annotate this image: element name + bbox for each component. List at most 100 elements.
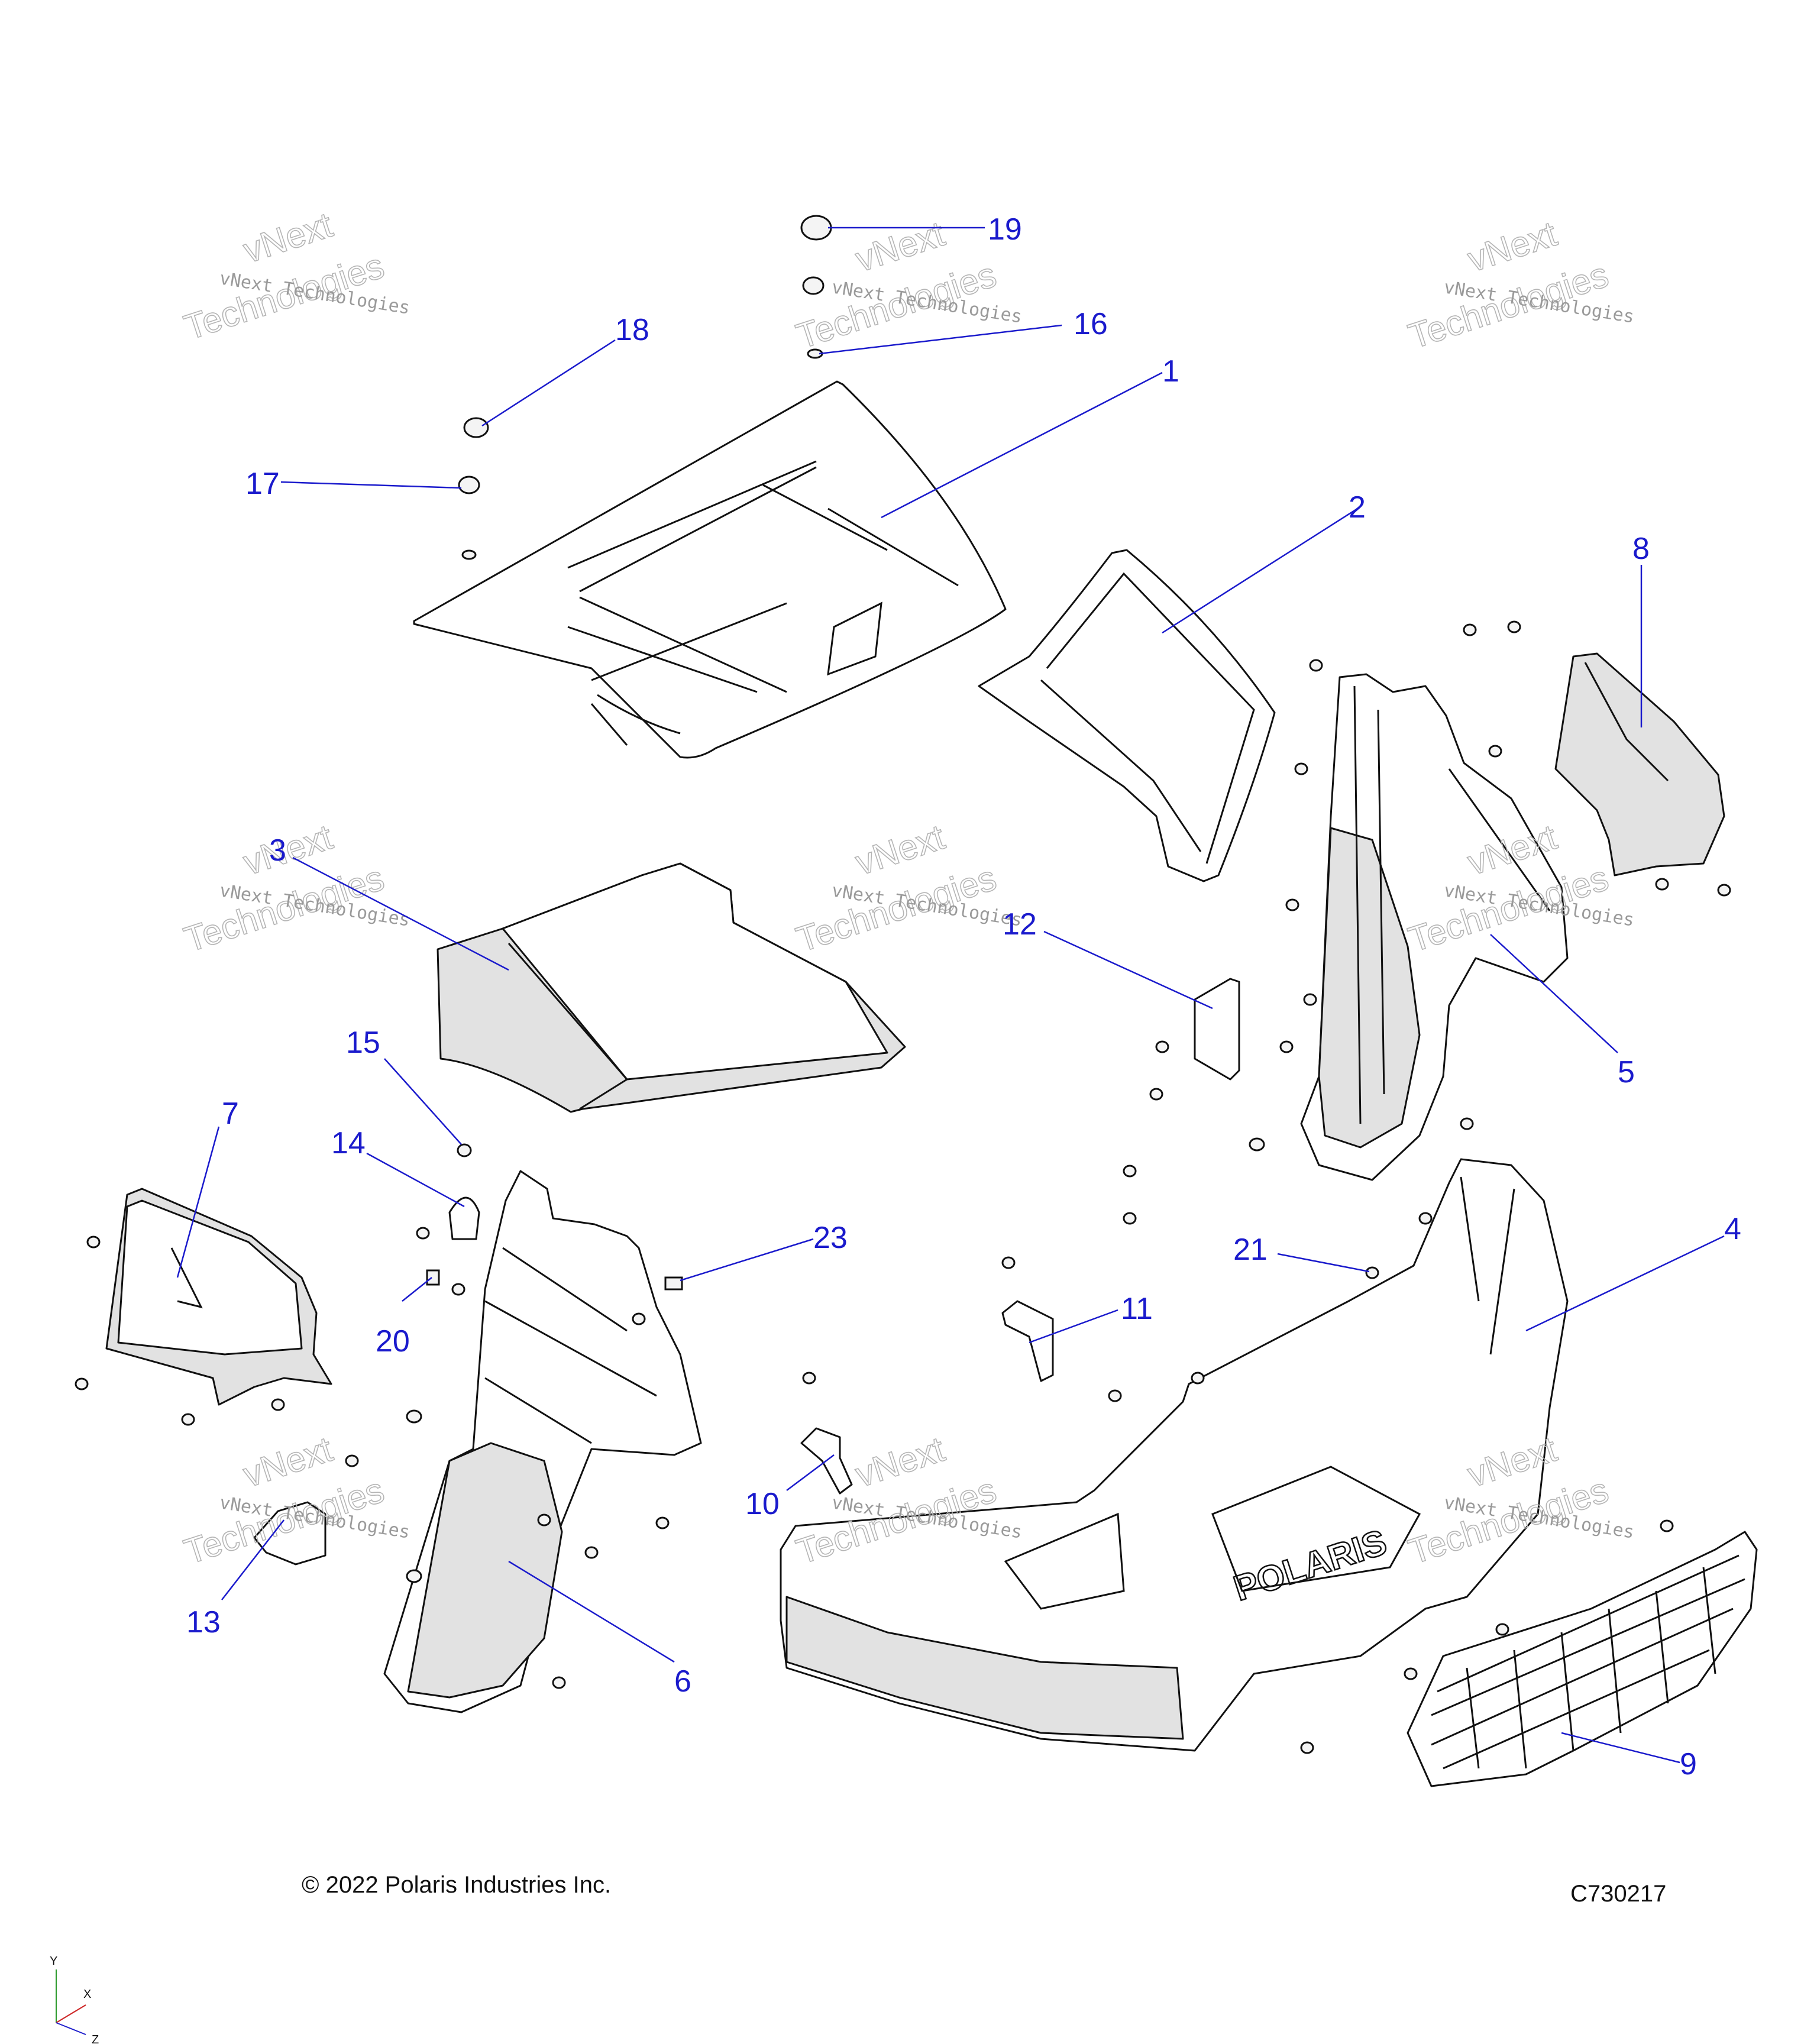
- callout-8: 8: [1632, 532, 1650, 566]
- callout-9: 9: [1680, 1747, 1697, 1781]
- right-fender-part: [1300, 673, 1569, 1181]
- callout-3: 3: [269, 833, 286, 868]
- fastener-af: [1717, 884, 1731, 897]
- axis-triad-icon: Y X Z: [50, 1955, 99, 2044]
- fastener-ai: [1418, 1212, 1433, 1225]
- hood-liner-part: [978, 549, 1276, 882]
- fastener-ab: [1463, 623, 1477, 636]
- bracket-11: [1001, 1300, 1054, 1382]
- left-fender-part: [383, 1170, 702, 1713]
- callout-21: 21: [1233, 1233, 1268, 1267]
- fastener-x: [1303, 993, 1317, 1006]
- leader-10: [786, 1454, 835, 1491]
- callout-17: 17: [245, 467, 280, 501]
- fastener-washer: [461, 549, 477, 560]
- fastener-q: [1108, 1389, 1122, 1402]
- callout-20: 20: [376, 1324, 410, 1359]
- leader-lines: [176, 227, 1725, 1764]
- callout-18: 18: [615, 313, 649, 347]
- fastener-p: [1001, 1256, 1016, 1269]
- leader-20: [402, 1277, 432, 1302]
- watermark-3: vNext Technologies vNext Technologies: [1404, 213, 1636, 357]
- callout-16: 16: [1074, 307, 1108, 341]
- svg-text:vNext: vNext: [1463, 214, 1561, 279]
- leader-11: [1029, 1309, 1118, 1344]
- leader-13: [221, 1519, 284, 1600]
- fastener-i: [655, 1516, 670, 1529]
- fastener-t: [1123, 1212, 1137, 1225]
- leader-18: [481, 339, 616, 427]
- fastener-c: [181, 1413, 195, 1426]
- callout-19: 19: [988, 212, 1022, 247]
- fastener-ad: [1488, 745, 1502, 758]
- fastener-b: [75, 1377, 89, 1390]
- left-fender-support-part: [105, 1188, 332, 1406]
- callouts: 1 2 3 4 5 6 7 8 9 10 11 12 13 14 15 16 1…: [186, 212, 1741, 1781]
- callout-4: 4: [1724, 1212, 1741, 1246]
- leader-23: [680, 1238, 814, 1282]
- fastener-ac: [1507, 620, 1521, 633]
- fastener-15: [457, 1143, 472, 1157]
- svg-text:vNext: vNext: [851, 817, 949, 882]
- leader-1: [881, 371, 1163, 519]
- leader-17: [280, 481, 462, 489]
- fastener-z: [1294, 762, 1308, 775]
- callout-10: 10: [745, 1487, 780, 1521]
- svg-text:vNext: vNext: [238, 205, 337, 270]
- fastener-n: [552, 1676, 566, 1689]
- bracket-13: [253, 1501, 326, 1566]
- leader-9: [1561, 1732, 1680, 1764]
- fastener-h: [632, 1312, 646, 1325]
- fastener-ae: [1655, 878, 1669, 891]
- fastener-al: [1404, 1667, 1418, 1680]
- fastener-y: [1285, 898, 1299, 911]
- fastener-14: [448, 1196, 480, 1240]
- leader-16: [819, 324, 1062, 355]
- svg-text:vNext: vNext: [851, 1429, 949, 1495]
- bracket-12: [1194, 978, 1240, 1081]
- fastener-am: [1300, 1741, 1314, 1754]
- leader-4: [1525, 1235, 1725, 1332]
- svg-text:vNext: vNext: [851, 214, 949, 279]
- callout-2: 2: [1349, 490, 1366, 525]
- fastener-ah: [1460, 1117, 1474, 1130]
- callout-13: 13: [186, 1605, 221, 1639]
- fastener-f: [416, 1227, 430, 1240]
- fastener-aj: [1660, 1519, 1674, 1532]
- leader-7: [176, 1126, 220, 1278]
- fastener-21: [1365, 1266, 1379, 1279]
- axis-y-label: Y: [50, 1955, 57, 1968]
- svg-text:vNext: vNext: [238, 1429, 337, 1495]
- leader-2: [1162, 507, 1358, 634]
- callout-5: 5: [1618, 1055, 1635, 1089]
- fastener-18: [463, 417, 489, 438]
- fastener-l: [406, 1409, 422, 1424]
- fastener-20: [426, 1269, 440, 1286]
- fastener-aa: [1309, 659, 1323, 672]
- right-fender-support-part: [1554, 652, 1725, 877]
- callout-15: 15: [346, 1026, 380, 1060]
- fastener-d: [271, 1398, 285, 1411]
- callout-12: 12: [1003, 907, 1037, 942]
- axis-z-label: Z: [92, 2033, 99, 2044]
- fastener-23: [664, 1276, 683, 1291]
- leader-14: [366, 1152, 465, 1208]
- callout-6: 6: [674, 1664, 691, 1699]
- leader-6: [508, 1560, 675, 1663]
- figure-code: C730217: [1570, 1881, 1666, 1907]
- callout-14: 14: [331, 1126, 366, 1160]
- fastener-j: [584, 1546, 599, 1559]
- leader-21: [1277, 1253, 1370, 1273]
- grille-mesh: [1431, 1554, 1745, 1770]
- callout-11: 11: [1121, 1292, 1153, 1326]
- front-bumper-part: POLARIS: [780, 1158, 1569, 1752]
- leader-12: [1043, 930, 1213, 1010]
- watermark-4: vNext Technologies vNext Technologies: [179, 816, 412, 960]
- fastener-o: [802, 1372, 816, 1385]
- dash-panel-part: [437, 862, 906, 1113]
- copyright-text: © 2022 Polaris Industries Inc.: [302, 1872, 611, 1898]
- callout-23: 23: [813, 1221, 848, 1255]
- fasteners: [75, 215, 1731, 1754]
- fastener-k: [537, 1513, 551, 1526]
- leader-15: [384, 1058, 462, 1145]
